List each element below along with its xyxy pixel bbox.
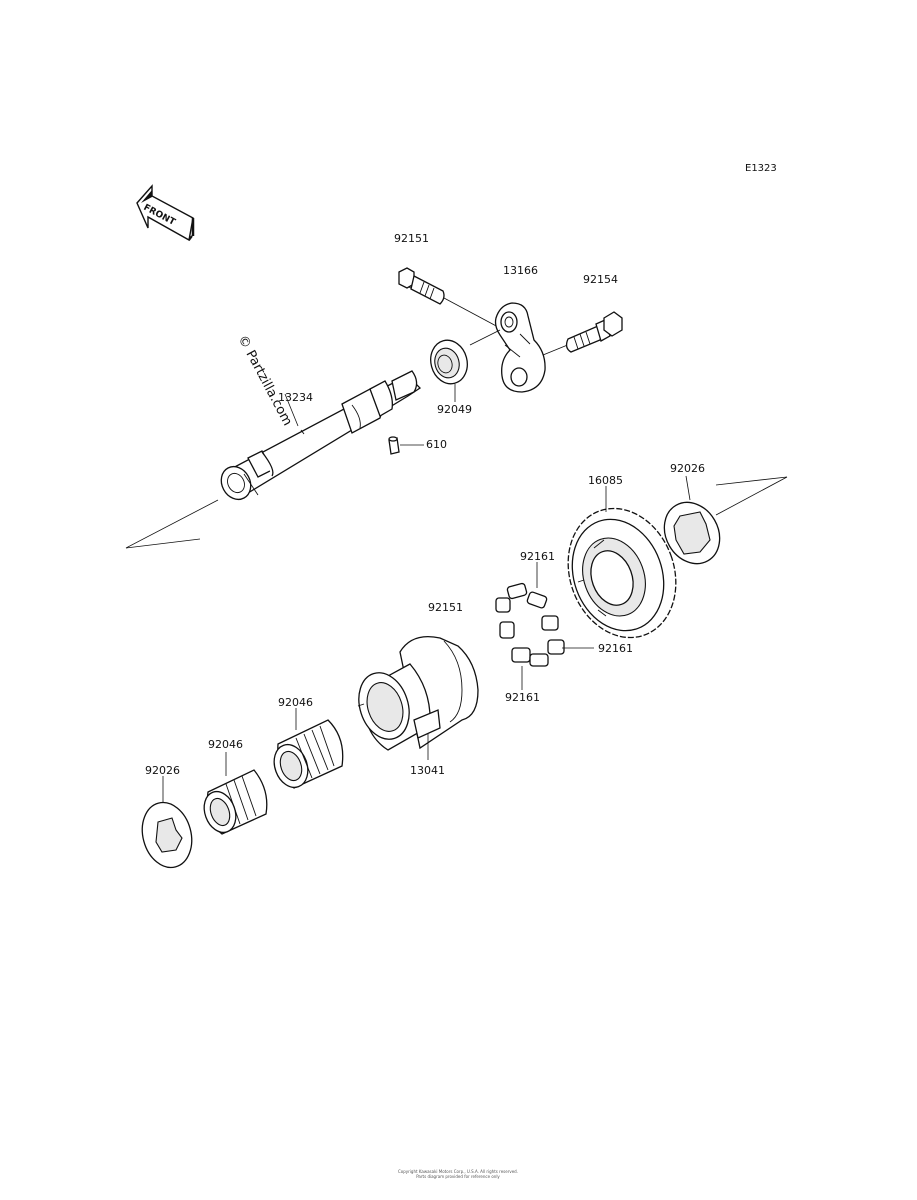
front-arrow-icon: FRONT bbox=[136, 184, 195, 242]
gear-16085 bbox=[567, 507, 677, 639]
footer-line-1: Copyright Kawasaki Motors Corp., U.S.A. … bbox=[398, 1169, 518, 1174]
label-damper-bottom: 92161 bbox=[505, 691, 540, 704]
bearing-92046-left bbox=[203, 769, 268, 835]
label-bolt-right: 92154 bbox=[583, 273, 618, 286]
leader-bolt-arm bbox=[443, 297, 501, 329]
leader-shaft-left bbox=[125, 499, 219, 549]
label-pin: 610 bbox=[426, 438, 447, 451]
hub-13041 bbox=[357, 635, 479, 751]
label-washer-right: 92026 bbox=[670, 462, 705, 475]
label-hub: 13041 bbox=[410, 764, 445, 777]
label-damper-top: 92161 bbox=[520, 550, 555, 563]
watermark: © Partzilla.com bbox=[234, 333, 294, 429]
label-damper-right: 92161 bbox=[598, 642, 633, 655]
pin-610 bbox=[388, 436, 400, 455]
bearing-92046-right bbox=[273, 719, 344, 789]
label-bearing-left: 92046 bbox=[208, 738, 243, 751]
leader-shaft-left2 bbox=[125, 538, 201, 549]
arm-13166 bbox=[494, 302, 546, 393]
washer-92026-left bbox=[141, 801, 193, 869]
leader-arm-seal bbox=[469, 329, 501, 346]
label-washer-left: 92026 bbox=[145, 764, 180, 777]
shaft-13234 bbox=[220, 370, 422, 501]
bolt-92151 bbox=[398, 267, 445, 305]
leader-washer-right2 bbox=[715, 476, 788, 486]
label-shaft: 13234 bbox=[278, 391, 313, 404]
footer-line-2: Parts diagram provided for reference onl… bbox=[416, 1174, 500, 1179]
bolt-92154 bbox=[542, 311, 623, 356]
label-hub-ref: 92151 bbox=[428, 601, 463, 614]
diagram-code: E1323 bbox=[745, 163, 777, 174]
leader-washer-right bbox=[685, 475, 691, 501]
leader-washer-right3 bbox=[715, 476, 788, 516]
seal-92049 bbox=[430, 339, 468, 385]
label-seal: 92049 bbox=[437, 403, 472, 416]
label-bolt-top: 92151 bbox=[394, 232, 429, 245]
leader-shaft bbox=[284, 393, 299, 427]
label-bearing-right: 92046 bbox=[278, 696, 313, 709]
label-gear: 16085 bbox=[588, 474, 623, 487]
damper-92161 bbox=[495, 582, 565, 667]
washer-92026-right bbox=[663, 501, 721, 565]
label-arm: 13166 bbox=[503, 264, 538, 277]
